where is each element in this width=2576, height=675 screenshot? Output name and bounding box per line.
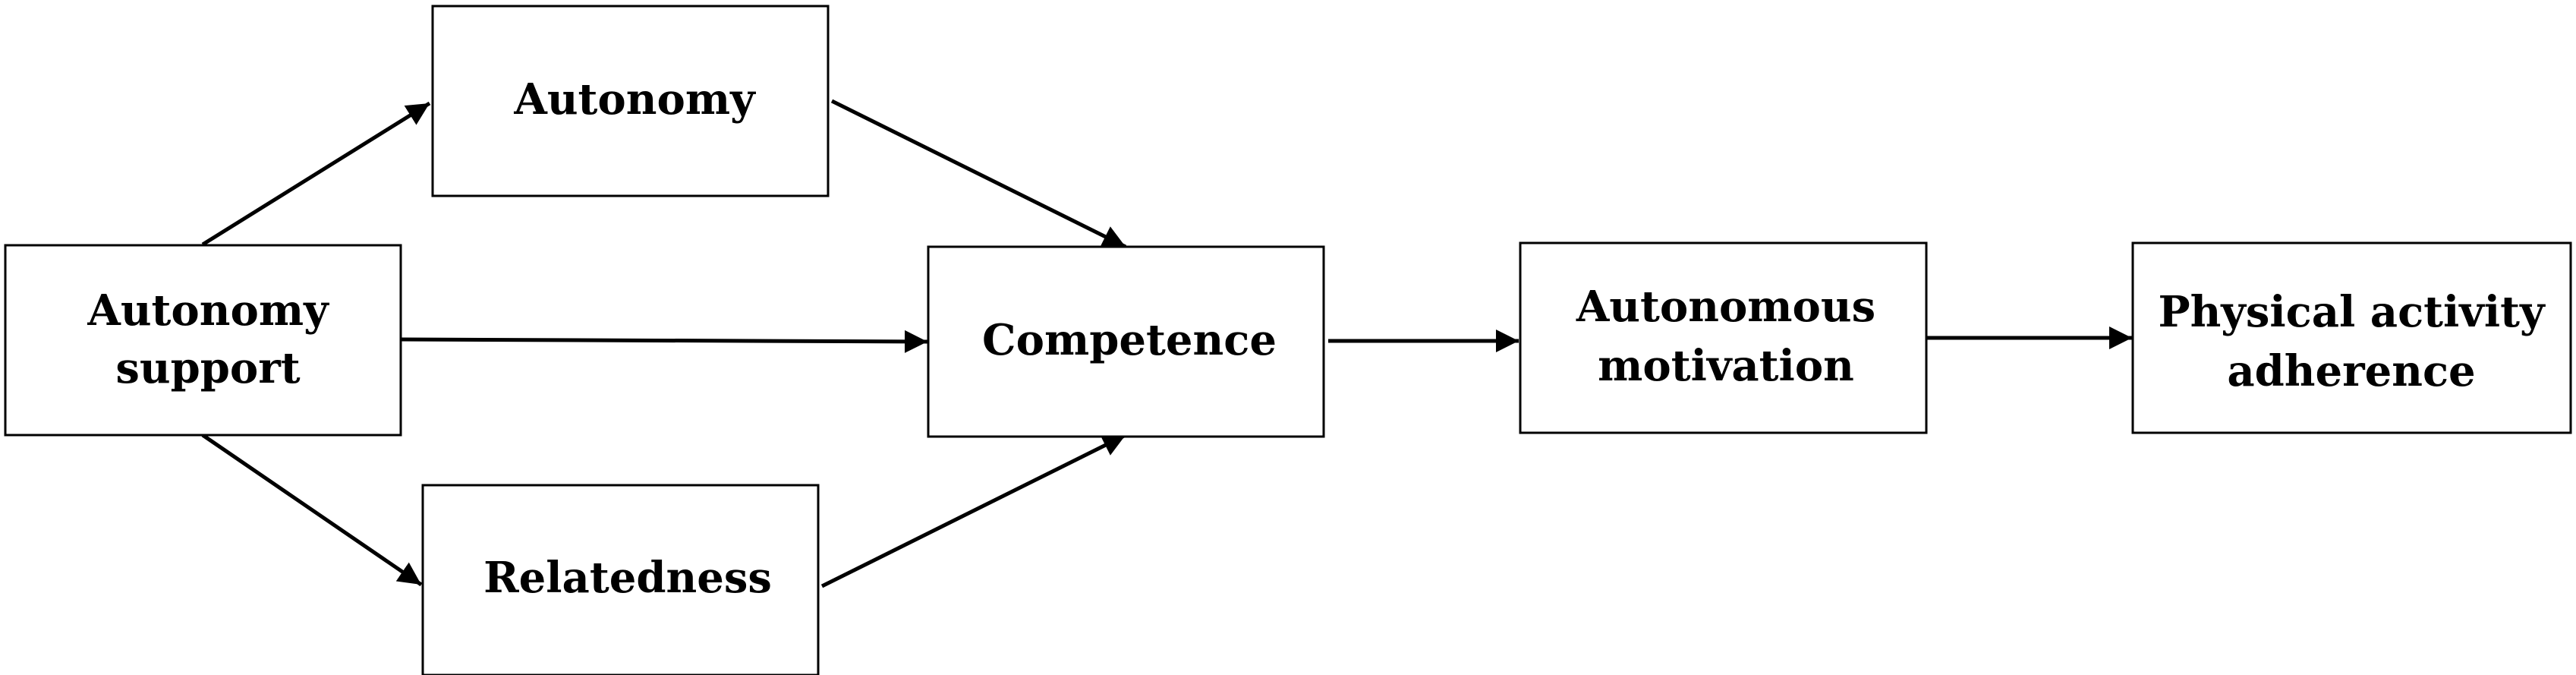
node-competence: Competence [927, 245, 1325, 438]
node-box [431, 5, 830, 197]
node-box [4, 244, 402, 437]
node-label: Relatedness [483, 553, 772, 603]
node-autonomy: Autonomy [431, 5, 830, 197]
node-box [927, 245, 1325, 438]
node-pa-adherence: Physical activity adherence [2131, 241, 2572, 434]
node-label-line-1: Physical activity [2158, 287, 2546, 337]
node-relatedness: Relatedness [421, 484, 820, 675]
edge-relatedness-to-competence [820, 433, 1127, 588]
edge-autonomy-to-competence [830, 99, 1127, 249]
node-autonomy-support: Autonomy support [4, 244, 402, 437]
node-box [1519, 241, 1928, 434]
edge-autonomy-support-to-autonomy [201, 101, 431, 247]
node-label-line-2: adherence [2227, 346, 2475, 396]
edges [201, 99, 2132, 588]
node-box [421, 484, 820, 675]
node-box [2131, 241, 2572, 434]
node-label-line-2: support [115, 343, 300, 393]
node-label: Autonomy [513, 74, 756, 125]
node-label-line-1: Autonomy [87, 285, 329, 336]
node-label-line-2: motivation [1598, 341, 1854, 391]
edge-autonomy-support-to-relatedness [201, 433, 423, 587]
node-autonomous-motivation: Autonomous motivation [1519, 241, 1928, 434]
edge-autonomy-support-to-competence [400, 330, 928, 353]
node-label: Competence [982, 315, 1277, 365]
node-label-line-1: Autonomous [1576, 282, 1875, 332]
